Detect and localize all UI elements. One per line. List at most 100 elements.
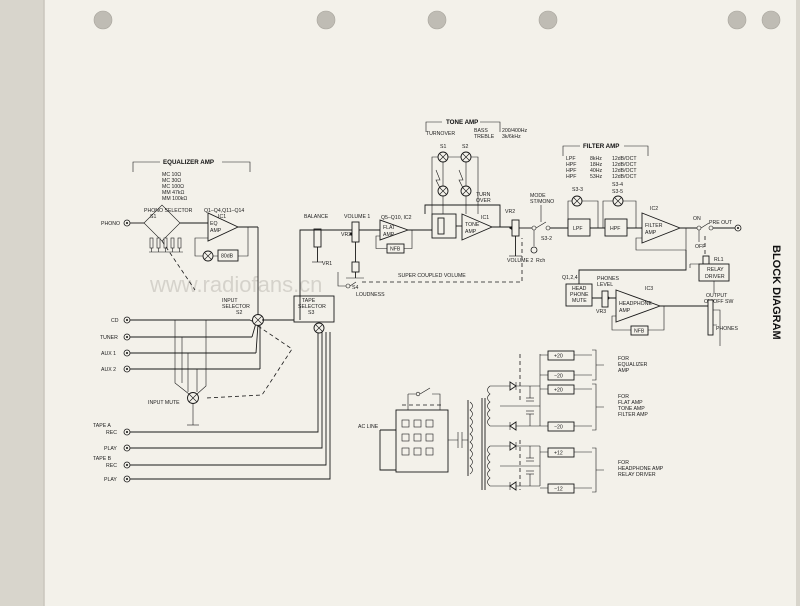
- eq-amp-label: EQ: [210, 221, 218, 227]
- mode-s32-label: S3-2: [541, 236, 552, 242]
- for-flat-label: FOR: [618, 394, 629, 400]
- treble-label: TREBLE: [474, 134, 495, 140]
- mode-label: ST/MONO: [530, 199, 554, 205]
- power-supply-section: AC LINE: [358, 349, 664, 494]
- headphone-nfb-box: [630, 325, 649, 336]
- rail-box: [547, 350, 575, 361]
- filter-spec-cell: 12dB/OCT: [612, 156, 637, 162]
- off-label: OFF: [695, 244, 705, 250]
- turnover-label: TURNOVER: [426, 131, 455, 137]
- aux2-label: AUX 2: [101, 367, 116, 373]
- loudness-label: LOUDNESS: [356, 292, 385, 298]
- headphone-ic3-label: IC3: [645, 286, 653, 292]
- tape-b-play-label: PLAY: [104, 477, 117, 483]
- filter-amp-label: AMP: [645, 230, 657, 236]
- side-title: BLOCK DIAGRAM: [770, 245, 782, 340]
- rail-box: [547, 421, 575, 432]
- tape-selector-label: TAPE: [302, 298, 316, 304]
- headphone-mute-label: MUTE: [572, 298, 587, 304]
- filter-spec-cell: HPF: [566, 174, 576, 180]
- rail-box: [547, 447, 575, 458]
- treble-value: 3k/6kHz: [502, 134, 521, 140]
- tone-amp-section: TONE AMP TURNOVER BASS TREBLE 200/400Hz …: [424, 118, 533, 264]
- headphone-section: Q1,2,4 HEAD PHONE MUTE PHONES LEVEL VR3 …: [562, 250, 738, 346]
- flat-nfb-label: NFB: [390, 247, 401, 253]
- s34-label: S3-4: [612, 182, 623, 188]
- for-eq-label: AMP: [618, 368, 630, 374]
- binder-hole: [93, 10, 113, 30]
- super-coupled-label: SUPER COUPLED VOLUME: [398, 273, 466, 279]
- filter-amp-title: FILTER AMP: [583, 143, 619, 150]
- rch-label: Rch: [536, 258, 545, 264]
- on-label: ON: [693, 216, 701, 222]
- filter-amp-label: FILTER: [645, 223, 663, 229]
- headphone-amp-triangle: [615, 289, 662, 323]
- filter-ic2-label: IC2: [650, 206, 658, 212]
- power-switch-contacts: [401, 419, 434, 456]
- phones-level-pot: [601, 290, 609, 308]
- filter-spec-cell: 8kHz: [590, 156, 602, 162]
- lpf-box: [567, 218, 591, 237]
- filter-spec-cell: 18Hz: [590, 162, 603, 168]
- input-section: CD TUNER AUX 1 AUX 2 INPUT SELECTOR S2: [93, 229, 335, 483]
- input-selector-label: SELECTOR: [222, 304, 250, 310]
- s1-label: S1: [150, 214, 156, 220]
- for-flat-label: FILTER AMP: [618, 412, 648, 418]
- output-onoff-label: ON/OFF SW: [704, 299, 733, 305]
- cartridge-option: MM 100kΩ: [162, 196, 187, 202]
- flat-transistors: Q5–Q10, IC2: [381, 215, 412, 221]
- cd-label: CD: [111, 318, 119, 324]
- bass-label: BASS: [474, 128, 488, 134]
- binder-hole: [316, 10, 336, 30]
- tape-selector-label: S3: [308, 310, 314, 316]
- mode-section: MODE ST/MONO S3-2 Rch: [519, 193, 568, 264]
- rail-label: +20: [554, 354, 563, 360]
- volume2-pot: [511, 219, 520, 237]
- tone-amp-triangle: [461, 213, 494, 241]
- rail-box: [547, 384, 575, 395]
- aux2-input: AUX 2: [101, 365, 131, 373]
- headphone-mute-label: HEAD: [572, 286, 587, 292]
- input-selector-label: INPUT: [222, 298, 238, 304]
- rl1-label: RL1: [714, 257, 724, 263]
- tape-a-play-label: PLAY: [104, 446, 117, 452]
- flat-amp-section: BALANCE VOLUME 1 VR2 VR1 S4 LOUDNESS Q5–…: [304, 214, 523, 298]
- filter-capacitors: [526, 386, 534, 486]
- filter-amp-section: FILTER AMP LPF 8kHz 12dB/OCT HPF 18Hz 12…: [562, 142, 687, 251]
- cartridge-option: MC 30Ω: [162, 178, 181, 184]
- filter-spec-cell: LPF: [566, 156, 576, 162]
- relay-driver-label: RELAY: [707, 267, 724, 273]
- eq-transistors: Q1–Q4,Q11–Q14: [204, 208, 244, 214]
- flat-amp-label: FLAT: [383, 225, 396, 231]
- tape-b-label: TAPE B: [93, 456, 112, 462]
- balance-label: BALANCE: [304, 214, 329, 220]
- headphone-mute-label: PHONE: [570, 292, 589, 298]
- rail-box: [547, 370, 575, 381]
- tone-amp-title: TONE AMP: [446, 119, 478, 126]
- tape-a-rec-label: REC: [106, 430, 117, 436]
- ac-line-label: AC LINE: [358, 424, 379, 430]
- aux1-input: AUX 1: [101, 349, 131, 357]
- volume2-label: VOLUME 2: [507, 258, 533, 264]
- filter-spec-table: LPF 8kHz 12dB/OCT HPF 18Hz 12dB/OCT HPF …: [566, 156, 637, 180]
- rch-jack-icon: [530, 246, 538, 254]
- tone-s2-label: S2: [462, 144, 468, 150]
- input-mute-label: INPUT MUTE: [148, 400, 180, 406]
- vr2-label: VR2: [341, 232, 351, 238]
- for-hp-label: HEADPHONE AMP: [618, 466, 664, 472]
- s4-label: S4: [352, 285, 358, 291]
- transformer-icon: [467, 385, 491, 490]
- phones-label: PHONES: [716, 326, 738, 332]
- tone-ic1-label: IC1: [481, 215, 489, 221]
- lpf-label: LPF: [573, 226, 583, 232]
- tone-vr2-label: VR2: [505, 209, 515, 215]
- phones-level-label: PHONES: [597, 276, 619, 282]
- binder-hole: [427, 10, 447, 30]
- for-eq-label: FOR: [618, 356, 629, 362]
- filter-amp-triangle: [641, 212, 682, 244]
- for-hp-label: RELAY DRIVER: [618, 472, 656, 478]
- equalizer-title: EQUALIZER AMP: [163, 159, 214, 166]
- tape-b-rec-label: REC: [106, 463, 117, 469]
- filter-spec-cell: 12dB/OCT: [612, 168, 637, 174]
